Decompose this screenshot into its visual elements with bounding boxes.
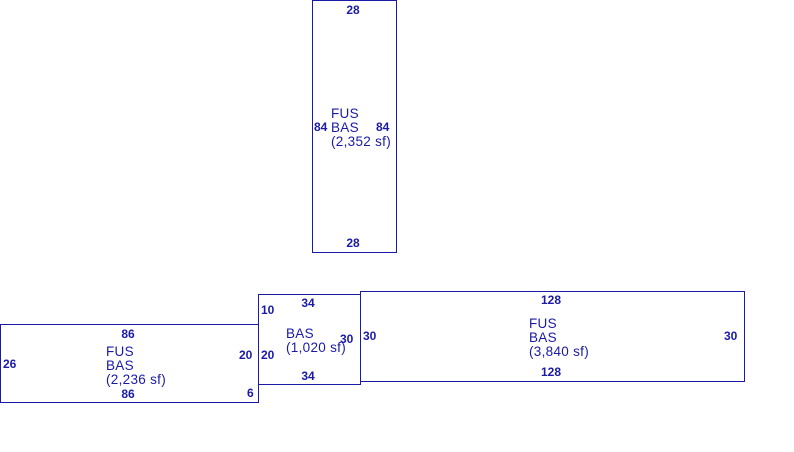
top-area-label: (2,352 sf) bbox=[331, 134, 392, 149]
top-dim-right: 84 bbox=[376, 120, 390, 134]
left-dim-right: 20 bbox=[239, 348, 253, 362]
top-label-2: BAS bbox=[331, 120, 359, 135]
right-dim-top: 128 bbox=[540, 293, 562, 307]
right-label-2: BAS bbox=[529, 330, 557, 345]
top-dim-left: 84 bbox=[314, 120, 328, 134]
middle-dim-top: 34 bbox=[301, 296, 315, 310]
left-area-label: (2,236 sf) bbox=[106, 372, 167, 387]
top-label-1: FUS bbox=[331, 106, 359, 121]
left-dim-left: 26 bbox=[3, 357, 17, 371]
middle-dim-bottom: 34 bbox=[301, 369, 315, 383]
left-label-1: FUS bbox=[106, 344, 134, 359]
right-dim-right: 30 bbox=[724, 329, 738, 343]
middle-area-label: (1,020 sf) bbox=[286, 340, 347, 355]
left-dim-bottom: 86 bbox=[121, 387, 135, 401]
right-label-1: FUS bbox=[529, 316, 557, 331]
left-dim-top: 86 bbox=[121, 327, 135, 341]
middle-dim-corner: 10 bbox=[261, 303, 275, 317]
section-top bbox=[312, 0, 397, 253]
right-dim-left: 30 bbox=[363, 329, 377, 343]
section-right bbox=[360, 291, 745, 382]
right-area-label: (3,840 sf) bbox=[529, 344, 590, 359]
left-label-2: BAS bbox=[106, 358, 134, 373]
top-dim-top: 28 bbox=[346, 3, 360, 17]
right-dim-bottom: 128 bbox=[540, 365, 562, 379]
top-dim-bottom: 28 bbox=[346, 236, 360, 250]
middle-dim-right: 30 bbox=[340, 332, 354, 346]
left-dim-notch: 6 bbox=[247, 386, 254, 400]
middle-label-1: BAS bbox=[286, 326, 314, 341]
middle-dim-left: 20 bbox=[261, 348, 275, 362]
